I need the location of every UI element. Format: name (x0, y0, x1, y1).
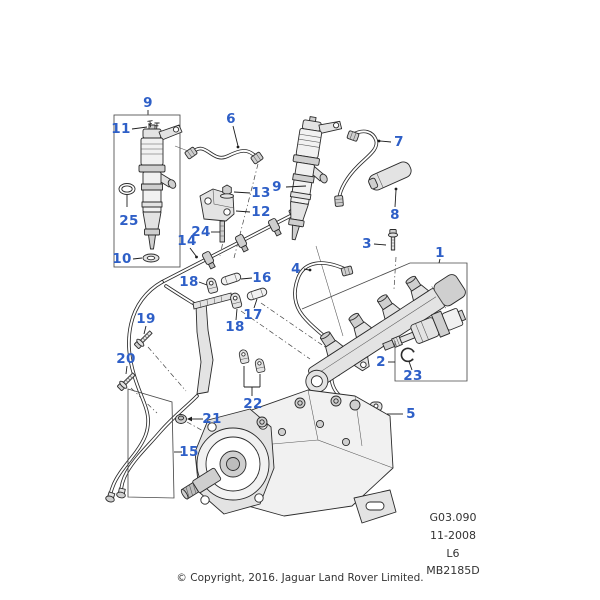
callout-15[interactable]: 15 (179, 444, 199, 460)
callout-7[interactable]: 7 (394, 134, 404, 150)
callout-23[interactable]: 23 (403, 368, 423, 384)
injector-2-drawing (280, 114, 344, 245)
callout-16[interactable]: 16 (252, 270, 272, 286)
callout-3[interactable]: 3 (362, 236, 372, 252)
callout-21[interactable]: 21 (202, 411, 222, 427)
callout-14[interactable]: 14 (177, 233, 197, 249)
fuel-pump-drawing (180, 389, 397, 524)
fasteners (115, 229, 399, 424)
callout-9[interactable]: 9 (272, 179, 282, 195)
copyright-notice: © Copyright, 2016. Jaguar Land Rover Lim… (176, 572, 424, 584)
callout-1[interactable]: 1 (435, 245, 445, 261)
callout-18[interactable]: 18 (225, 319, 245, 335)
callout-2[interactable]: 2 (376, 354, 386, 370)
callout-19[interactable]: 19 (136, 311, 156, 327)
callout-25[interactable]: 25 (119, 213, 139, 229)
diagram-info-panel: G03.090 11-2008 L6 MB2185D (395, 509, 511, 580)
callout-6[interactable]: 6 (226, 111, 236, 127)
callout-8[interactable]: 8 (390, 207, 400, 223)
leak-off-pipe-assembly (104, 205, 302, 504)
callout-20[interactable]: 20 (116, 351, 136, 367)
callout-12[interactable]: 12 (251, 204, 271, 220)
engine-code: L6 (446, 546, 460, 560)
callout-10[interactable]: 10 (112, 251, 132, 267)
callout-13[interactable]: 13 (251, 185, 271, 201)
callout-5[interactable]: 5 (406, 406, 416, 422)
callout-11[interactable]: 11 (111, 121, 131, 137)
group-boxes (127, 262, 468, 499)
callout-leader-lines (125, 110, 441, 453)
callout-18[interactable]: 18 (179, 274, 199, 290)
bracket-drawing (199, 184, 235, 243)
figure-date: 11-2008 (430, 528, 476, 542)
pressure-sensor-drawing (382, 308, 467, 363)
callout-17[interactable]: 17 (243, 307, 263, 323)
injector-1-drawing (113, 114, 183, 268)
figure-number: G03.090 (429, 511, 477, 524)
callout-22[interactable]: 22 (243, 396, 263, 412)
callout-4[interactable]: 4 (291, 261, 301, 277)
drawing-code: MB2185D (426, 564, 480, 578)
callout-9[interactable]: 9 (143, 95, 153, 111)
callout-24[interactable]: 24 (191, 224, 211, 240)
sleeve-8-drawing (368, 161, 412, 191)
